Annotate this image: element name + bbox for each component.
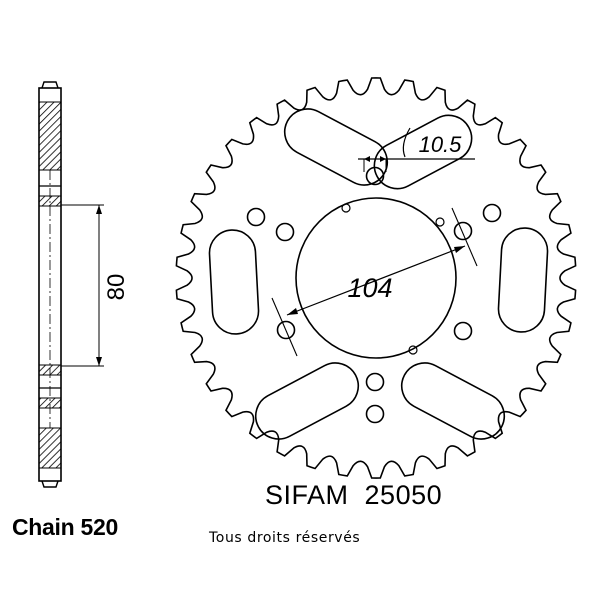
- side-profile-view: 80: [38, 81, 130, 488]
- center-bore: [295, 197, 457, 359]
- side-profile-tip-top: [41, 81, 59, 89]
- offset-dimension-value: 80: [103, 274, 130, 301]
- bore-notch: [341, 203, 351, 213]
- sprocket-front-view: 10.5 104: [175, 77, 577, 479]
- bolt-hole-dimension-value: 10.5: [419, 132, 463, 157]
- bolt-hole-top: [365, 166, 385, 186]
- sprocket-tooth-profile: [175, 77, 577, 479]
- slot-bottom-left: [254, 362, 360, 440]
- bore-notch: [408, 345, 418, 355]
- slot-top-left: [283, 108, 389, 186]
- bolt-hole-upper-right: [482, 203, 502, 223]
- bolt-hole-upper-left-inner: [275, 222, 295, 242]
- bolt-hole-upper-left: [246, 207, 266, 227]
- pitch-diameter-dimension: 104: [271, 207, 478, 357]
- bolt-hole-bottom: [365, 372, 385, 392]
- bore-notch: [435, 217, 445, 227]
- brand-name: SIFAM: [265, 480, 349, 510]
- slot-left: [208, 229, 260, 335]
- bolt-hole-dimension: 10.5: [358, 127, 475, 172]
- bolt-hole-lower-left: [276, 320, 296, 340]
- part-reference-label: SIFAM 25050: [265, 480, 442, 511]
- offset-dimension: 80: [61, 204, 130, 367]
- pitch-diameter-value: 104: [347, 273, 392, 303]
- copyright-notice: Tous droits réservés: [209, 530, 361, 546]
- slot-right: [497, 227, 549, 333]
- slot-top-right: [373, 114, 473, 190]
- chain-size-label: Chain 520: [12, 514, 118, 540]
- hatch-section-upper: [38, 101, 62, 171]
- hatch-section-lower: [38, 427, 62, 469]
- side-profile-outline: [38, 87, 62, 482]
- bolt-hole-upper-right-inner: [453, 221, 473, 241]
- part-number: 25050: [364, 480, 443, 510]
- slot-bottom-right: [400, 362, 506, 440]
- side-profile-tip-bottom: [41, 480, 59, 488]
- bolt-hole-bottom-outer: [365, 404, 385, 424]
- bolt-hole-lower-right: [453, 321, 473, 341]
